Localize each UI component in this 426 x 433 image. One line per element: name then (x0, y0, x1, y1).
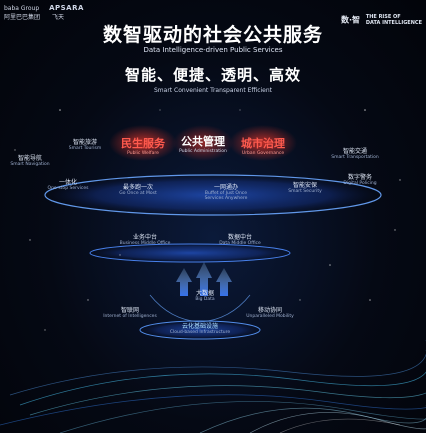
node-go-once-at-most: 最多跑一次 Go Once at Most (119, 182, 156, 196)
node-label: 最多跑一次 (122, 184, 153, 191)
glow-left (109, 125, 177, 161)
rise-of-data-intelligence-logo: 数·智 THE RISE OF DATA INTELLIGENCE (341, 14, 422, 26)
arrow-center (196, 262, 212, 296)
node-label-en: Data Middle Office (219, 241, 261, 246)
main-title-en: Data Intelligence-driven Public Services (143, 46, 283, 54)
node-cloud-infrastructure: 云化基础设施 Cloud-based Infrastructure (170, 321, 230, 335)
node-label-en: Buffet of Just Once Services Anywhere (204, 191, 248, 201)
node-label: 智能安保 (292, 182, 317, 189)
node-one-network: 一网通办 Buffet of Just Once Services Anywhe… (196, 182, 256, 201)
node-label-en: Public Administration (179, 149, 227, 154)
main-title: 数智驱动的社会公共服务 (102, 24, 323, 46)
node-label-en: Big Data (195, 297, 215, 302)
node-public-administration: 公共管理 Public Administration (179, 133, 227, 154)
node-label: 数字警务 (347, 174, 373, 181)
upper-disc-ring (44, 174, 382, 216)
middle-disc (90, 244, 290, 262)
node-label: 民生服务 (121, 137, 165, 150)
node-data-middle-office: 数据中台 Data Middle Office (219, 232, 261, 246)
upper-disc (45, 175, 381, 215)
node-business-middle-office: 业务中台 Business Middle Office (120, 232, 171, 246)
logo-right-line-1: THE RISE OF (365, 14, 401, 20)
node-label-en: Public Welfare (127, 151, 159, 156)
lower-disc (140, 321, 260, 339)
node-unparalleled-mobility: 移动协同 Unparalleled Mobility (246, 305, 294, 319)
arrow-right (216, 268, 232, 296)
node-label: 公共管理 (181, 135, 225, 148)
node-label-en: Smart Tourism (68, 146, 102, 151)
logo-small-1: baba Group (4, 5, 40, 12)
node-label: 智能旅游 (72, 139, 97, 146)
node-smart-navigation: 智能导航 Smart Navigation (10, 153, 49, 167)
node-label: 移动协同 (257, 307, 282, 314)
stars (14, 109, 401, 331)
node-label-en: Urban Governance (241, 151, 285, 156)
logo-right-line-2: DATA INTELLIGENCE (365, 20, 422, 26)
values-title: 智能、便捷、透明、高效 (124, 66, 301, 84)
node-smart-tourism: 智能旅游 Smart Tourism (69, 137, 101, 151)
node-label-en: Business Middle Office (119, 241, 171, 246)
node-label: 大数据 (195, 290, 214, 297)
node-label-en: Smart Security (288, 189, 322, 194)
node-label: 智能交通 (342, 148, 368, 155)
node-label: 云化基础设施 (181, 323, 219, 330)
node-urban-governance: 城市治理 Urban Governance (241, 135, 285, 156)
node-label-en: Unparalleled Mobility (246, 314, 294, 319)
node-digital-policing: 数字警务 Digital Policing (343, 172, 376, 186)
logo-right-brand: 数·智 (340, 15, 361, 25)
node-label-en: Digital Policing (343, 181, 377, 186)
node-label: 一体化 (58, 179, 78, 186)
node-label: 智能导航 (17, 155, 43, 162)
arrow-left (176, 268, 192, 296)
node-label-en: Smart Navigation (10, 162, 50, 167)
node-big-data: 大数据 Big Data (195, 288, 214, 302)
node-label: 数据中台 (227, 234, 253, 241)
logo-small-3: 飞天 (51, 14, 64, 21)
middle-disc-ring (89, 243, 291, 263)
light-streaks (0, 340, 426, 433)
lower-disc-ring (139, 320, 261, 340)
glow-right (229, 125, 297, 161)
node-smart-security: 智能安保 Smart Security (288, 180, 322, 194)
node-smart-transportation: 智能交通 Smart Transportation (331, 146, 379, 160)
alibaba-apsara-logo: baba Group APSARA 阿里巴巴集团 飞天 (4, 4, 84, 21)
arc-right (199, 294, 251, 323)
node-label-en: Go Once at Most (119, 191, 157, 196)
node-label: 一网通办 (213, 184, 238, 191)
arc-left (149, 294, 201, 323)
logo-right-tagline: THE RISE OF DATA INTELLIGENCE (366, 14, 422, 26)
node-label: 智联网 (120, 307, 139, 314)
node-label: 业务中台 (132, 234, 157, 241)
node-label-en: Cloud-based Infrastructure (169, 330, 231, 335)
glow-center (173, 125, 233, 161)
logo-apsara: APSARA (49, 4, 84, 12)
node-label-en: One-stop Services (47, 186, 89, 191)
node-public-welfare: 民生服务 Public Welfare (121, 135, 165, 156)
logo-small-2: 阿里巴巴集团 (4, 14, 41, 21)
upward-arrows (176, 262, 232, 296)
node-label-en: Internet of Intelligences (103, 314, 157, 319)
node-label-en: Smart Transportation (331, 155, 379, 160)
values-title-en: Smart Convenient Transparent Efficient (153, 87, 273, 94)
node-label: 城市治理 (241, 137, 285, 150)
node-one-stop-services: 一体化 One-stop Services (48, 177, 89, 191)
node-internet-of-intelligences: 智联网 Internet of Intelligences (103, 305, 157, 319)
